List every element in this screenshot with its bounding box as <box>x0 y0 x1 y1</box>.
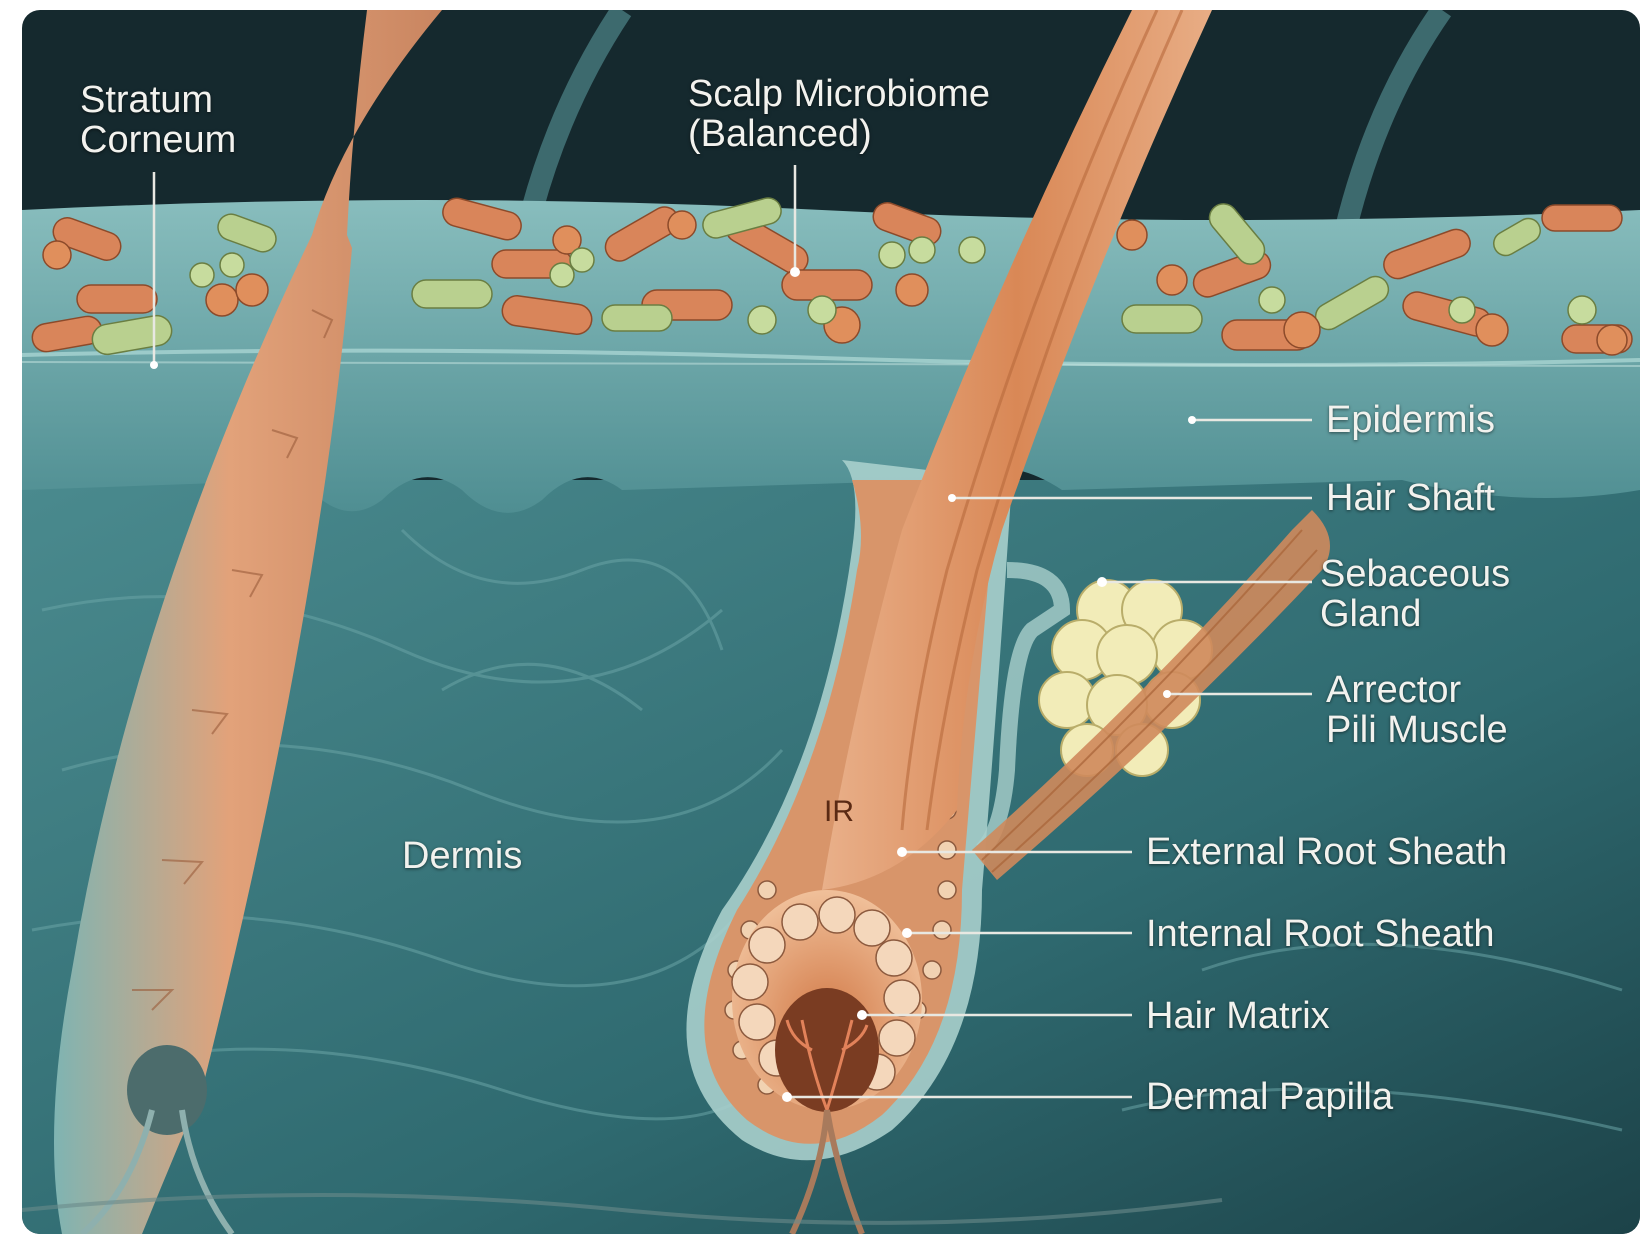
external-root-sheath-label: External Root Sheath <box>1146 832 1507 872</box>
internal-root-sheath-label: Internal Root Sheath <box>1146 914 1495 954</box>
stratum-corneum-line2: Corneum <box>80 120 236 160</box>
scalp-microbiome-line1: Scalp Microbiome <box>688 74 990 114</box>
arrector-pili-line1: Arrector <box>1326 670 1508 710</box>
hair-follicle-diagram: Stratum Corneum Scalp Microbiome (Balanc… <box>22 10 1640 1234</box>
epidermis-label: Epidermis <box>1326 400 1495 440</box>
dermal-papilla-label: Dermal Papilla <box>1146 1077 1393 1117</box>
stratum-corneum-line1: Stratum <box>80 80 236 120</box>
stratum-corneum-label: Stratum Corneum <box>80 80 236 160</box>
scalp-microbiome-label: Scalp Microbiome (Balanced) <box>688 74 990 154</box>
ir-label: IR <box>824 792 854 832</box>
dermal-papilla-shape <box>775 988 879 1112</box>
dermis-label: Dermis <box>402 836 522 876</box>
scalp-microbiome-line2: (Balanced) <box>688 114 990 154</box>
sebaceous-gland-line1: Sebaceous <box>1320 554 1510 594</box>
arrector-pili-line2: Pili Muscle <box>1326 710 1508 750</box>
hair-shaft-label: Hair Shaft <box>1326 478 1495 518</box>
sebaceous-gland-label: Sebaceous Gland <box>1320 554 1510 634</box>
arrector-pili-label: Arrector Pili Muscle <box>1326 670 1508 750</box>
sebaceous-gland-line2: Gland <box>1320 594 1510 634</box>
hair-matrix-label: Hair Matrix <box>1146 996 1330 1036</box>
